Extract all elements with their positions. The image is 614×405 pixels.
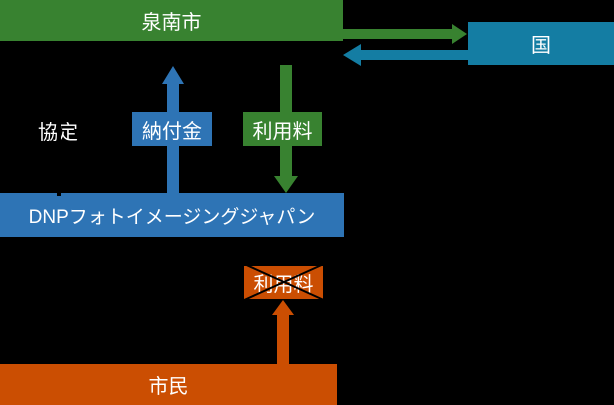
cross-out-mark <box>241 262 327 302</box>
node-sennan-city: 泉南市 <box>0 0 343 41</box>
node-dnp-photo-imaging-japan: DNPフォトイメージングジャパン <box>0 193 344 237</box>
node-national-government: 国 <box>468 22 614 65</box>
node-sennan-city-label: 泉南市 <box>141 12 202 34</box>
payment-label: 納付金 <box>132 112 212 146</box>
arrow-shimin-to-riyoryo <box>272 300 294 364</box>
agreement-connector-line <box>57 60 61 196</box>
arrow-sennan-to-kuni <box>341 24 467 44</box>
arrow-kuni-to-sennan <box>343 44 470 66</box>
node-national-government-label: 国 <box>531 35 551 57</box>
usage-fee-company-label: 利用料 <box>243 112 322 146</box>
usage-fee-company-label-text: 利用料 <box>252 120 313 143</box>
cross-out-line-2 <box>241 262 327 302</box>
node-dnp-photo-imaging-japan-label: DNPフォトイメージングジャパン <box>28 206 316 228</box>
node-citizens: 市民 <box>0 364 337 405</box>
node-citizens-label: 市民 <box>148 376 189 398</box>
payment-label-text: 納付金 <box>142 120 202 143</box>
usage-fee-citizen-label-text: 利用料 <box>253 274 314 296</box>
